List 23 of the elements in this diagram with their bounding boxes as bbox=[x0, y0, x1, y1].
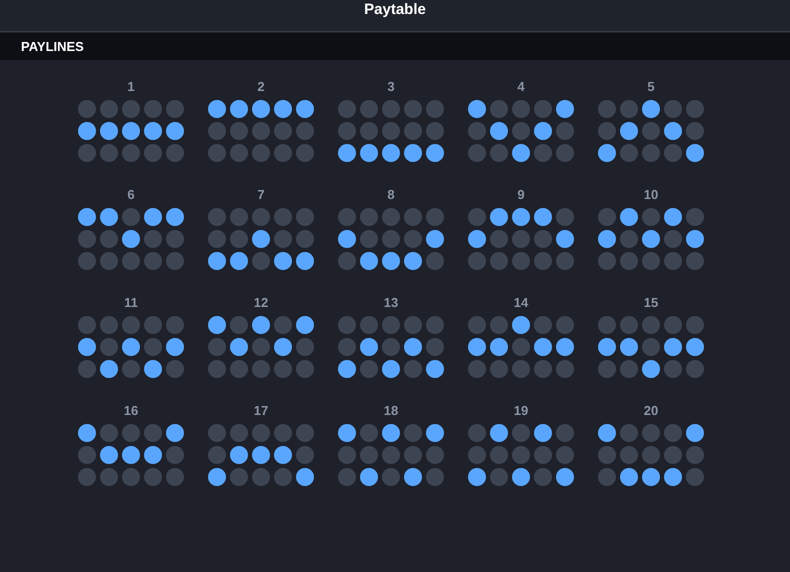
payline-number: 4 bbox=[517, 78, 525, 96]
payline-number: 9 bbox=[517, 186, 525, 204]
payline-number: 8 bbox=[387, 186, 395, 204]
payline-number: 11 bbox=[124, 294, 138, 312]
payline-number: 19 bbox=[514, 402, 528, 420]
payline-number: 16 bbox=[124, 402, 138, 420]
section-title: PAYLINES bbox=[21, 38, 84, 54]
payline-number: 5 bbox=[647, 78, 655, 96]
payline-number: 18 bbox=[384, 402, 398, 420]
title: Paytable bbox=[364, 1, 426, 20]
payline-number: 20 bbox=[644, 402, 658, 420]
payline-number: 7 bbox=[257, 186, 265, 204]
section-header-band bbox=[0, 33, 790, 60]
payline-number: 3 bbox=[387, 78, 395, 96]
payline-number: 17 bbox=[254, 402, 268, 420]
payline-number: 13 bbox=[384, 294, 398, 312]
payline-number: 12 bbox=[254, 294, 268, 312]
payline-number: 14 bbox=[514, 294, 528, 312]
payline-number: 10 bbox=[644, 186, 658, 204]
payline-number: 2 bbox=[257, 78, 265, 96]
payline-number: 15 bbox=[644, 294, 658, 312]
payline-number: 1 bbox=[127, 78, 135, 96]
payline-number: 6 bbox=[127, 186, 135, 204]
